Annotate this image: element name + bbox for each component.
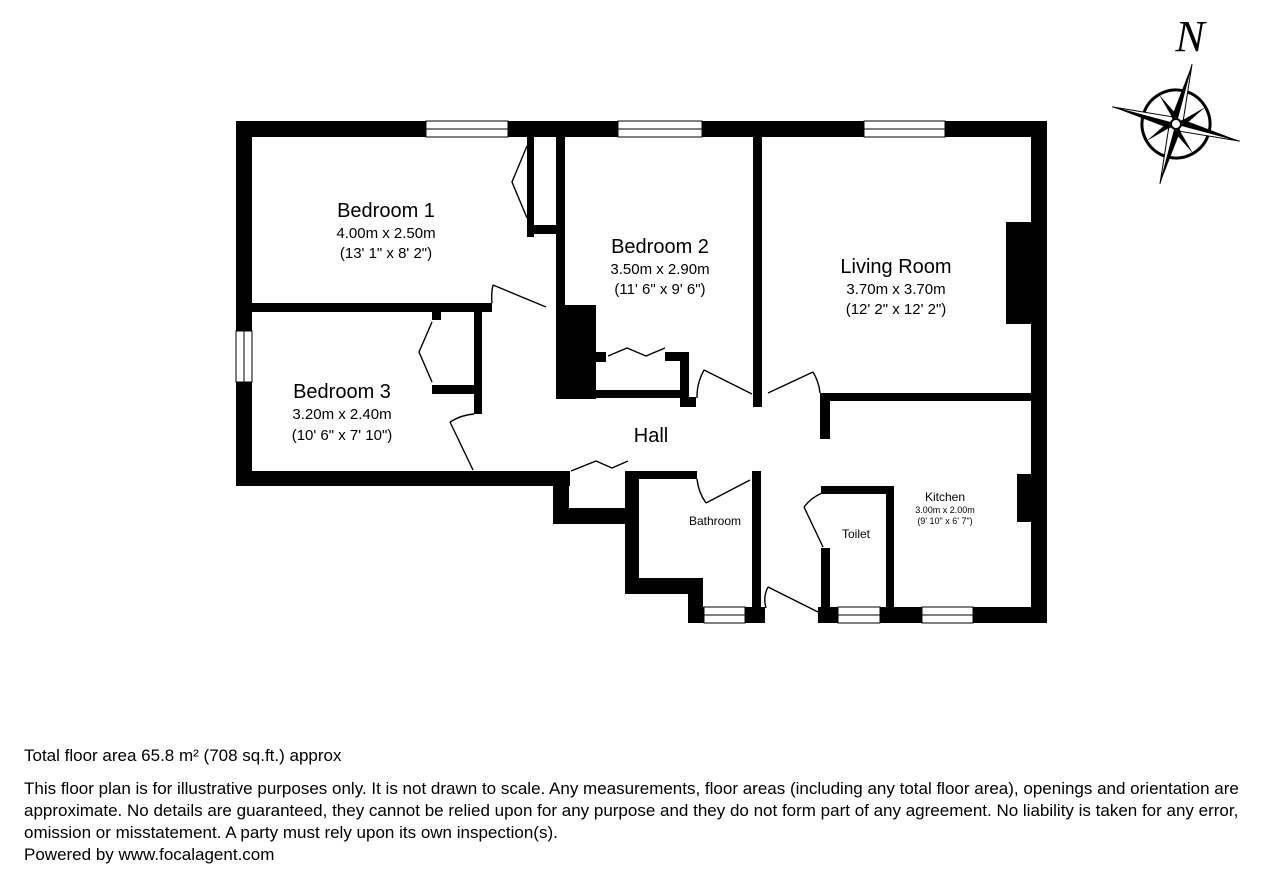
compass-rose-icon (1112, 63, 1240, 185)
room-name: Toilet (842, 527, 871, 541)
doors (418, 145, 824, 613)
room-imperial: (9' 10" x 6' 7") (917, 516, 972, 526)
room-metric: 3.50m x 2.90m (610, 261, 709, 278)
disclaimer-text: This floor plan is for illustrative purp… (24, 779, 1239, 842)
room-imperial: (13' 1" x 8' 2") (340, 245, 432, 262)
room-metric: 3.70m x 3.70m (846, 281, 945, 298)
room-toilet: Toilet (842, 527, 871, 541)
room-hall: Hall (634, 425, 668, 447)
room-bathroom: Bathroom (689, 514, 741, 528)
room-bedroom-1: Bedroom 1 4.00m x 2.50m (13' 1" x 8' 2") (336, 200, 435, 262)
powered-by: Powered by www.focalagent.com (24, 845, 275, 864)
total-floor-area: Total floor area 65.8 m² (708 sq.ft.) ap… (24, 746, 342, 765)
room-bedroom-2: Bedroom 2 3.50m x 2.90m (11' 6" x 9' 6") (610, 236, 709, 298)
room-name: Bedroom 2 (611, 236, 709, 258)
room-name: Bathroom (689, 514, 741, 528)
disclaimer: This floor plan is for illustrative purp… (24, 778, 1264, 866)
footer: Total floor area 65.8 m² (708 sq.ft.) ap… (24, 744, 1264, 866)
room-living-room: Living Room 3.70m x 3.70m (12' 2" x 12' … (840, 256, 951, 318)
room-bedroom-3: Bedroom 3 3.20m x 2.40m (10' 6" x 7' 10"… (292, 381, 393, 444)
room-metric: 3.20m x 2.40m (292, 406, 391, 423)
room-imperial: (11' 6" x 9' 6") (614, 281, 705, 298)
compass-north-label: N (1174, 12, 1207, 61)
room-metric: 4.00m x 2.50m (336, 225, 435, 242)
room-metric: 3.00m x 2.00m (915, 505, 975, 515)
floor-plan: Bedroom 1 4.00m x 2.50m (13' 1" x 8' 2")… (235, 12, 1240, 624)
windows (235, 120, 974, 624)
room-name: Bedroom 3 (293, 381, 391, 403)
room-name: Hall (634, 425, 668, 447)
room-imperial: (10' 6" x 7' 10") (292, 427, 393, 444)
room-name: Kitchen (925, 490, 965, 504)
room-name: Bedroom 1 (337, 200, 435, 222)
walls (236, 121, 1047, 623)
room-imperial: (12' 2" x 12' 2") (846, 301, 947, 318)
room-name: Living Room (840, 256, 951, 278)
room-kitchen: Kitchen 3.00m x 2.00m (9' 10" x 6' 7") (915, 490, 975, 526)
